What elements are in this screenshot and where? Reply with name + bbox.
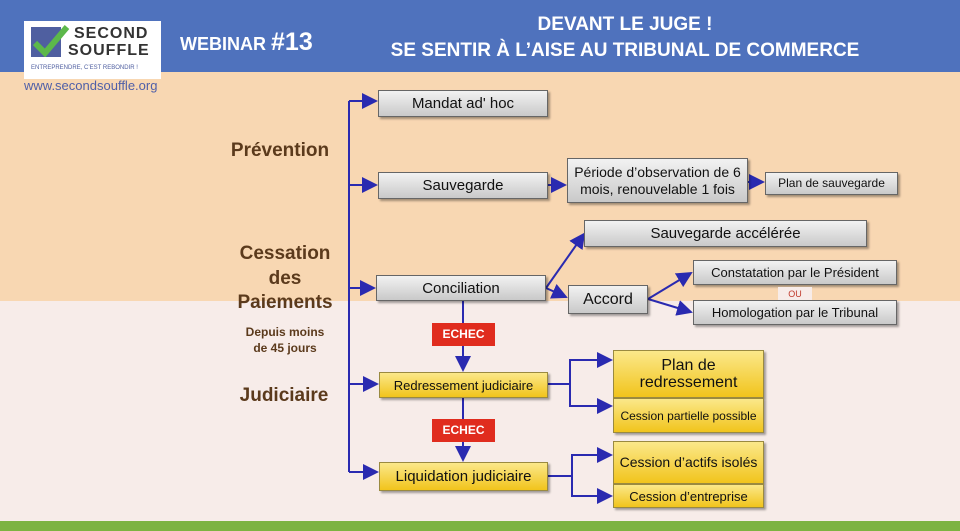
logo-line2: SOUFFLE — [68, 42, 150, 59]
echec-badge-1: ECHEC — [432, 323, 495, 346]
box-conciliation: Conciliation — [376, 275, 546, 301]
box-homologation: Homologation par le Tribunal — [693, 300, 897, 325]
box-liquidation-judiciaire: Liquidation judiciaire — [379, 462, 548, 491]
label-ou: OU — [778, 287, 812, 301]
website-link[interactable]: www.secondsouffle.org — [24, 78, 158, 93]
label-depuis1: Depuis moins — [245, 325, 325, 339]
box-cession-partielle: Cession partielle possible — [613, 398, 764, 433]
label-prevention: Prévention — [230, 140, 330, 161]
label-paiements: Paiements — [237, 292, 333, 313]
label-judiciaire: Judiciaire — [239, 385, 329, 406]
logo: SECOND SOUFFLE ENTREPRENDRE, C’EST REBON… — [24, 21, 161, 79]
box-mandat-ad-hoc: Mandat ad' hoc — [378, 90, 548, 117]
box-cession-entreprise: Cession d’entreprise — [613, 484, 764, 508]
echec-badge-2: ECHEC — [432, 419, 495, 442]
box-periode-observation: Période d’observation de 6 mois, renouve… — [567, 158, 748, 203]
logo-tagline: ENTREPRENDRE, C’EST REBONDIR ! — [31, 65, 138, 71]
box-sauvegarde-acceleree: Sauvegarde accélérée — [584, 220, 867, 247]
box-sauvegarde: Sauvegarde — [378, 172, 548, 199]
box-plan-sauvegarde: Plan de sauvegarde — [765, 172, 898, 195]
title-line1: DEVANT LE JUGE ! — [537, 14, 713, 35]
webinar-label: WEBINAR #13 — [180, 28, 313, 57]
box-constatation: Constatation par le Président — [693, 260, 897, 285]
box-cession-actifs: Cession d’actifs isolés — [613, 441, 764, 484]
box-redressement-judiciaire: Redressement judiciaire — [379, 372, 548, 398]
title-line2: SE SENTIR À L’AISE AU TRIBUNAL DE COMMER… — [390, 40, 860, 61]
footer-bar — [0, 521, 960, 531]
box-accord: Accord — [568, 285, 648, 314]
label-cessation: Cessation — [239, 243, 331, 264]
webinar-number: #13 — [271, 28, 313, 56]
webinar-text: WEBINAR — [180, 34, 266, 54]
label-des: des — [268, 268, 302, 289]
checkmark-icon — [31, 25, 70, 57]
logo-line1: SECOND — [74, 25, 149, 42]
box-plan-redressement: Plan de redressement — [613, 350, 764, 398]
label-depuis2: de 45 jours — [253, 341, 317, 355]
